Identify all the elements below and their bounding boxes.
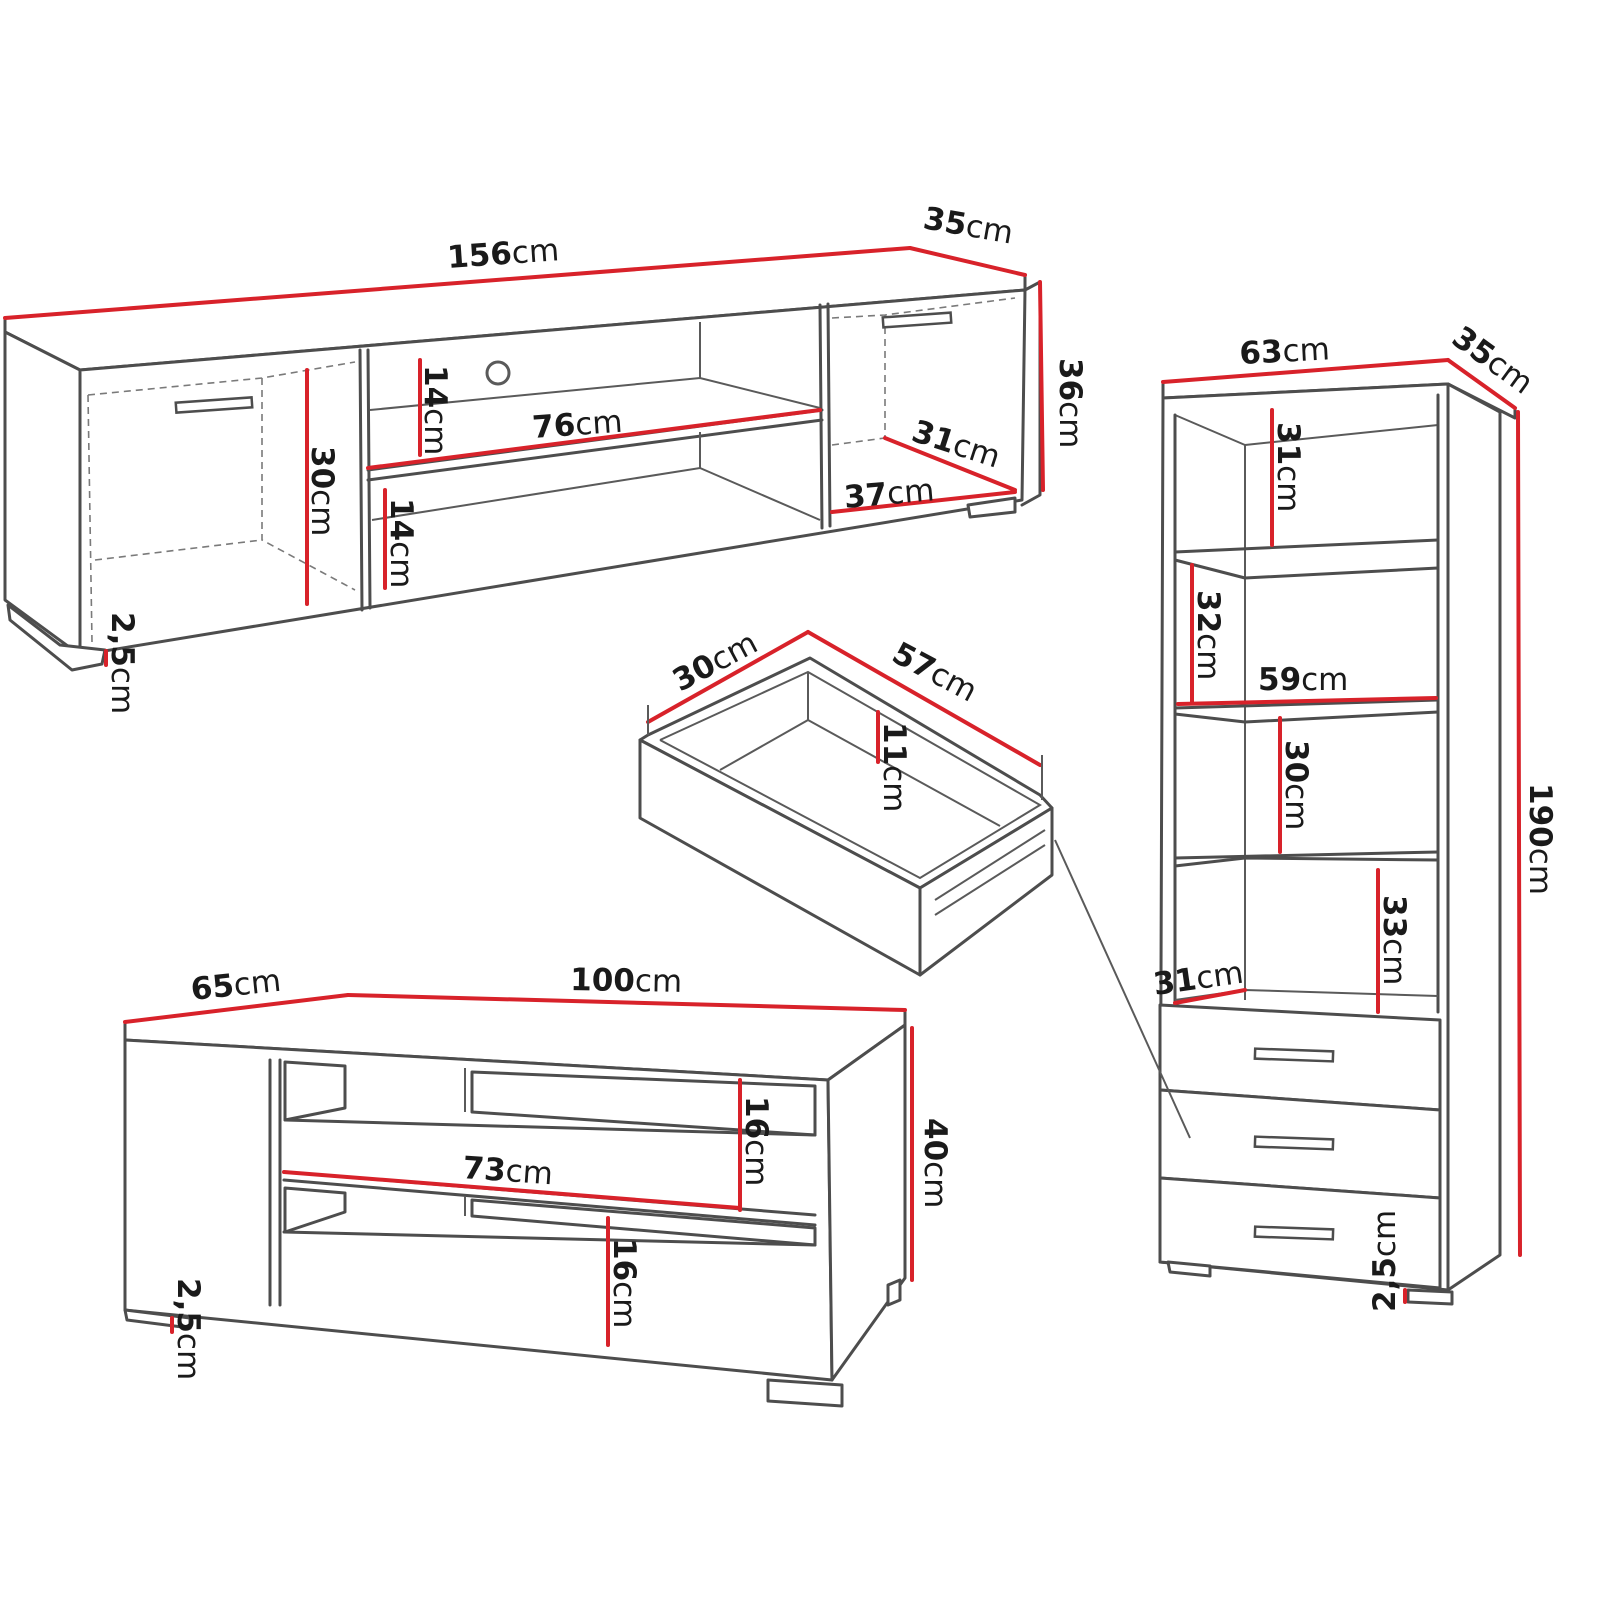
coffee-shelf-width-label: 73cm [461,1150,554,1192]
tv-side-width-label: 37cm [843,472,936,516]
bookcase-inner-depth-label: 31cm [1151,955,1246,1003]
tv-leg-height-label: 2,5cm [104,612,140,714]
coffee-width-label: 100cm [570,962,683,1000]
tv-right-door-handle [881,311,953,329]
tv-niche-bottom-label: 14cm [383,498,419,588]
drawer-front-panel [918,806,1054,977]
tv-height-label: 36cm [1052,358,1088,448]
bookcase-shelf-2-label: 32cm [1190,590,1226,680]
drawer-handle-2 [1253,1135,1335,1151]
drawer-leader-line [1054,839,1191,1139]
coffee-height-label: 40cm [917,1118,953,1208]
bookcase-shelf-4-label: 33cm [1376,895,1412,985]
cable-hole-icon [485,360,511,386]
tv-cabinet-height-label: 30cm [304,446,340,536]
coffee-depth-label: 65cm [189,963,283,1008]
tv-stand-front [78,288,1027,657]
coffee-upper-niche-label: 16cm [738,1096,774,1186]
bookcase-shelf-1-label: 31cm [1270,422,1306,512]
bookcase-leg-height-label: 2,5cm [1367,1210,1403,1312]
drawer-height-label: 11cm [876,722,912,812]
bookcase-width-label: 63cm [1239,331,1331,372]
bookcase-leg-left [1166,1260,1212,1278]
coffee-leg-front [766,1378,844,1408]
bookcase-inner-width-label: 59cm [1258,662,1348,698]
tv-left-door-handle [174,396,254,414]
tv-leg-left [6,603,107,672]
coffee-upper-left-niche [283,1060,347,1122]
tv-depth-label: 35cm [921,200,1016,251]
coffee-lower-left-niche [283,1186,347,1234]
tv-niche-top-label: 14cm [417,365,453,455]
drawer-width-label: 57cm [886,635,983,709]
bookcase-shelf-3-label: 30cm [1278,740,1314,830]
tv-stand-drawing [3,246,1045,672]
tv-stand-side [3,330,82,657]
coffee-leg-right [886,1278,902,1307]
tv-leg-right [966,496,1017,519]
tv-shelf-width-label: 76cm [531,404,624,446]
tv-width-label: 156cm [446,232,560,276]
bookcase-drawing [1158,358,1522,1306]
drawer-handle-3 [1253,1225,1335,1241]
coffee-leg-height-label: 2,5cm [170,1278,206,1380]
bookcase-side [1446,382,1502,1292]
coffee-table-side [826,1023,907,1382]
drawer-drawing [638,630,1191,1139]
bookcase-leg-right [1406,1288,1454,1306]
coffee-lower-niche-label: 16cm [606,1238,642,1328]
coffee-table-drawing [123,993,914,1408]
bookcase-height-label: 190cm [1522,783,1558,895]
drawer-handle-1 [1253,1047,1335,1063]
